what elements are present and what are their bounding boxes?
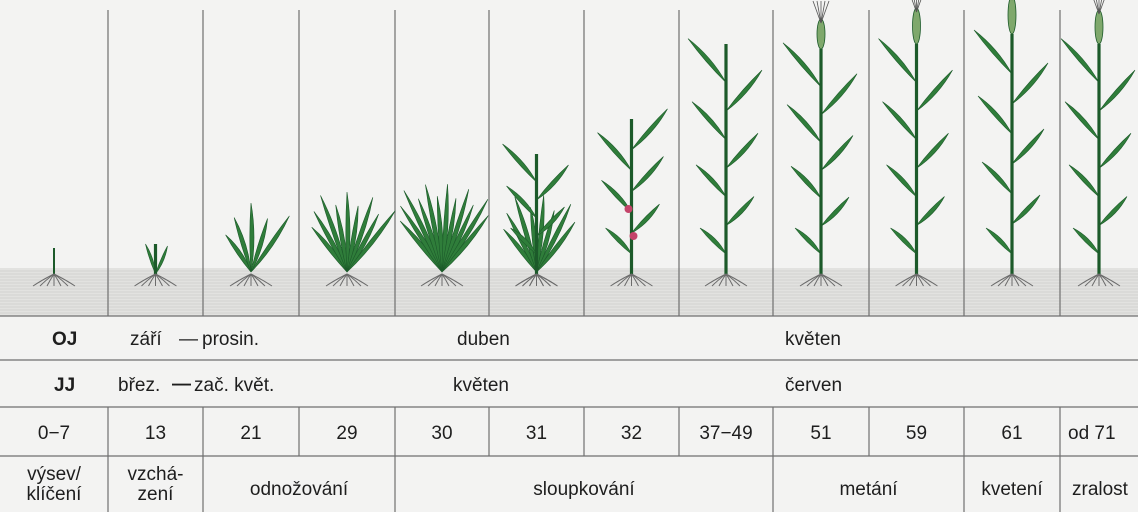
- bbch-code-2: 13: [108, 424, 203, 443]
- oj-month-kveten: květen: [785, 330, 841, 349]
- jj-month-zac-kvet: zač. květ.: [194, 376, 274, 395]
- bbch-code-5: 30: [395, 424, 489, 443]
- stem-elongation-plant-icon: [598, 109, 668, 286]
- flowering-plant-icon: [974, 0, 1048, 286]
- oj-month-prosin: prosin.: [202, 330, 259, 349]
- bbch-code-10: 59: [869, 424, 964, 443]
- stage-sloupkovani: sloupkování: [395, 480, 773, 500]
- heading-plant-icon: [783, 1, 857, 286]
- row-label-oj: OJ: [52, 330, 77, 349]
- heading-plant-icon: [879, 0, 953, 286]
- row-label-jj: JJ: [54, 376, 75, 395]
- oj-month-zari: září: [130, 330, 162, 349]
- bbch-code-9: 51: [773, 424, 869, 443]
- bbch-code-8: 37−49: [679, 424, 773, 443]
- stage-vysev-kliceni: výsev/ klíčení: [0, 465, 108, 505]
- bbch-code-3: 21: [203, 424, 299, 443]
- bbch-code-6: 31: [489, 424, 584, 443]
- stage-zralost: zralost: [1060, 480, 1138, 500]
- jj-month-cerven: červen: [785, 376, 842, 395]
- stage-kveteni: kvetení: [964, 480, 1060, 500]
- stage-metani: metání: [773, 480, 964, 500]
- stem-elongation-plant-icon: [688, 39, 762, 286]
- stem-elongation-plant-icon: [503, 144, 575, 286]
- bbch-code-1: 0−7: [0, 424, 108, 443]
- oj-dash: —: [179, 330, 198, 349]
- bbch-code-4: 29: [299, 424, 395, 443]
- jj-month-brez: břez.: [118, 376, 160, 395]
- bbch-code-7: 32: [584, 424, 679, 443]
- ripening-plant-icon: [1061, 0, 1135, 286]
- jj-month-kveten: květen: [453, 376, 509, 395]
- stage-vzchazeni: vzchá- zení: [108, 465, 203, 505]
- stage-odnozovani: odnožování: [203, 480, 395, 500]
- bbch-code-11: 61: [964, 424, 1060, 443]
- soil-strip: [0, 268, 1138, 316]
- oj-month-duben: duben: [457, 330, 510, 349]
- bbch-code-12: od 71: [1060, 424, 1138, 443]
- jj-dash: —: [172, 375, 191, 394]
